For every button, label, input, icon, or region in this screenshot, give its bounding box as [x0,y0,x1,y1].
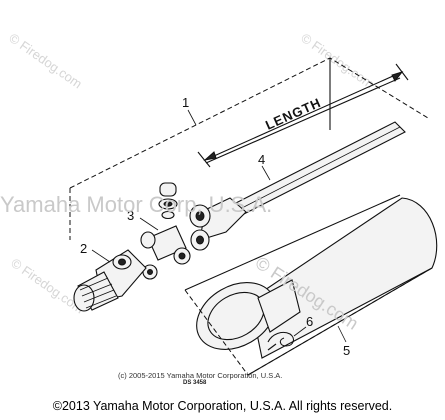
length-label: LENGTH [263,95,323,133]
callout-5: 5 [343,343,350,358]
watermark-yamaha: Yamaha Motor Corp, U.S.A. [0,192,272,217]
callout-1: 1 [182,95,189,110]
hose-clamp [267,331,295,351]
diagram-credit: (c) 2005-2015 Yamaha Motor Corporation, … [118,371,282,380]
copyright-footer: ©2013 Yamaha Motor Corporation, U.S.A. A… [52,399,393,413]
callout-3: 3 [127,208,134,223]
watermark-firedog-left: © Firedog.com [8,255,87,316]
leader-lines [91,109,347,343]
callout-6: 6 [306,314,313,329]
yoke-coupling [73,249,147,312]
drive-shaft [189,121,406,251]
drawing-code: DS 3458 [183,380,207,386]
shaft-cover-tube [184,194,438,376]
universal-joint [140,182,191,280]
callout-4: 4 [258,152,265,167]
assembly-outline [69,57,429,240]
watermark-firedog-corner-right: © Firedog.com [298,30,377,91]
callout-2: 2 [80,241,87,256]
watermark-firedog-corner-left: © Firedog.com [6,30,85,91]
